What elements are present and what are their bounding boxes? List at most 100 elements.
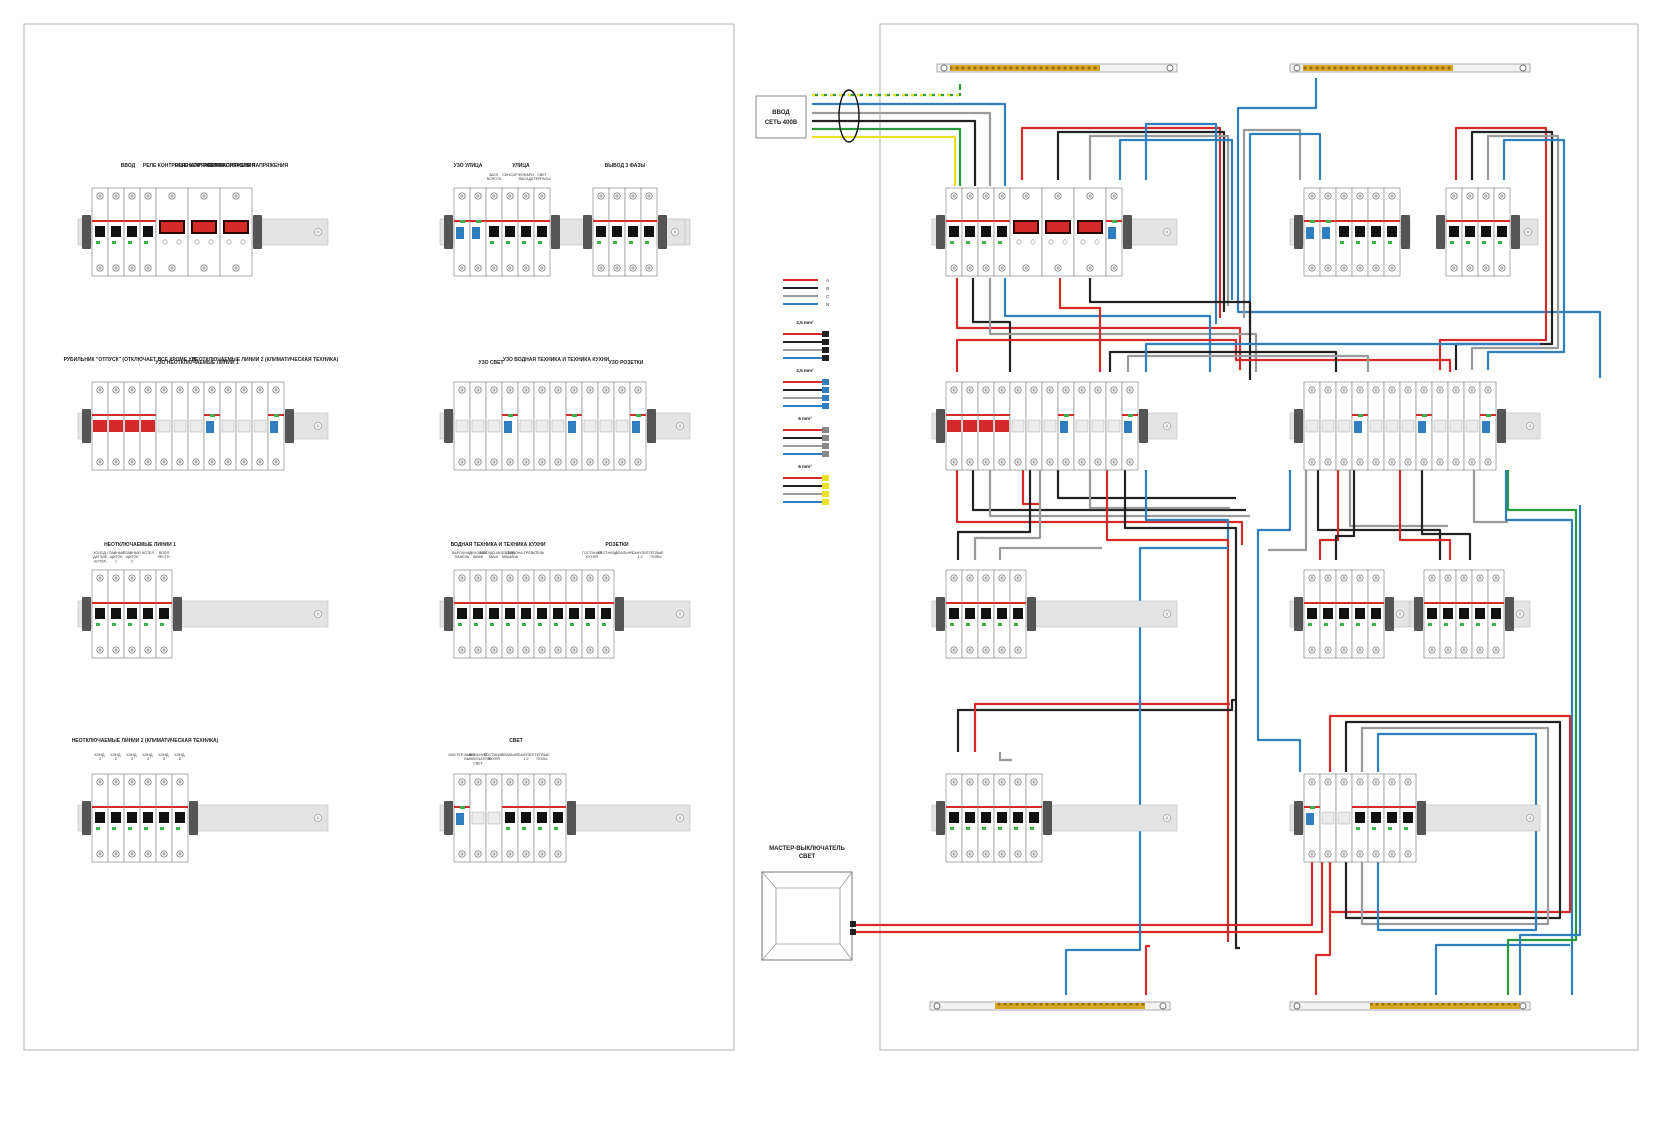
input-cable-clamp [838, 89, 860, 143]
right-rail-3b [1289, 569, 1411, 659]
right-rail-3c-module-1 [1423, 569, 1441, 659]
label-rkn-2: РЕЛЕ КОНТРОЛЯ НАПРЯЖЕНИЯ [175, 163, 256, 169]
right-rail-4b-module-3 [1335, 773, 1353, 863]
right-rail-2a-module-8 [1057, 381, 1075, 471]
left-rail-4a-module-6 [171, 773, 189, 863]
left-rail-1a-module-3 [123, 187, 141, 277]
left-rail-2a-module-1 [91, 381, 109, 471]
right-rail-1c-module-1 [1445, 187, 1463, 277]
right-rail-4b-module-2 [1319, 773, 1337, 863]
right-rail-2b [1289, 381, 1541, 471]
right-rail-3c-module-3 [1455, 569, 1473, 659]
left-rail-3a-module-5 [155, 569, 173, 659]
left-rail-2a-module-6 [171, 381, 189, 471]
left-rail-4b [439, 773, 691, 863]
right-rail-2b-module-5 [1367, 381, 1385, 471]
right-rail-1a-module-2 [961, 187, 979, 277]
label-rubilnik: РУБИЛЬНИК "ОТПУСК" (ОТКЛЮЧАЕТ ВСЕ КРОМЕ … [64, 357, 197, 363]
right-rail-1a-module-3 [977, 187, 995, 277]
right-rail-2b-module-2 [1319, 381, 1337, 471]
legend-ferrule [822, 339, 829, 345]
left-rail-4a-module-5 [155, 773, 173, 863]
left-rail-2b-module-2 [469, 381, 487, 471]
left-rail-2a-module-10 [235, 381, 253, 471]
left-rail-2a-module-4 [139, 381, 157, 471]
right-rail-3c [1409, 569, 1531, 659]
left-rail-4a [77, 773, 329, 863]
label-ulitsa: УЛИЦА [512, 163, 530, 169]
input-box: ВВОД СЕТЬ 400В [755, 95, 807, 139]
label-uzo-ulitsa: УЗО УЛИЦА [454, 163, 483, 169]
right-rail-2a-module-5 [1009, 381, 1027, 471]
legend-phase-label: C [826, 294, 830, 299]
left-rail-1b-module-4 [501, 187, 519, 277]
left-rail-2a-module-7 [187, 381, 205, 471]
right-rail-2b-module-1 [1303, 381, 1321, 471]
right-rail-1a [931, 187, 1178, 277]
right-rail-1c [1436, 187, 1539, 277]
legend-ferrule [822, 379, 829, 385]
left-rail-4b-module-3 [485, 773, 503, 863]
legend-ferrule [822, 427, 829, 433]
sublabel: КОНД.6 [175, 753, 186, 761]
right-rail-2b-module-4 [1351, 381, 1369, 471]
left-rail-2b-module-11 [613, 381, 631, 471]
left-rail-2a-module-5 [155, 381, 173, 471]
left-rail-2b-module-7 [549, 381, 567, 471]
legend-ferrule [822, 443, 829, 449]
busbar-bottom-left [929, 1001, 1171, 1011]
right-rail-1a-module-4 [993, 187, 1011, 277]
right-rail-2b-module-3 [1335, 381, 1353, 471]
right-rail-2a-module-1 [945, 381, 963, 471]
right-rail-1c-module-3 [1477, 187, 1495, 277]
right-rail-2b-module-9 [1431, 381, 1449, 471]
right-rail-3a-module-4 [993, 569, 1011, 659]
legend-size-label: 6 mm² [798, 416, 812, 421]
left-rail-3b-module-6 [533, 569, 551, 659]
input-box-line2: СЕТЬ 400В [765, 120, 798, 126]
right-rail-3a-module-1 [945, 569, 963, 659]
legend-ferrule [822, 499, 829, 505]
right-rail-4b-module-5 [1367, 773, 1385, 863]
right-rail-2a-module-4 [993, 381, 1011, 471]
master-switch-box [761, 871, 853, 961]
left-rail-2b-module-4 [501, 381, 519, 471]
sublabel: ЗАСЛ.ВОРОТА [487, 173, 502, 181]
left-rail-4a-module-4 [139, 773, 157, 863]
legend-ferrule [822, 475, 829, 481]
label-rozetki: РОЗЕТКИ [605, 542, 629, 548]
sublabel: КОНД.1 [95, 753, 106, 761]
label-uzo-svet: УЗО СВЕТ [478, 360, 503, 366]
right-rail-4b-module-7 [1399, 773, 1417, 863]
right-rail-1b-module-4 [1351, 187, 1369, 277]
legend-ferrule [822, 403, 829, 409]
left-rail-2a-module-8 [203, 381, 221, 471]
left-rail-2a-module-9 [219, 381, 237, 471]
input-wire-c [812, 111, 992, 186]
right-rail-1b-module-1 [1303, 187, 1321, 277]
left-rail-1b-module-1 [453, 187, 471, 277]
right-rail-4a [931, 773, 1178, 863]
right-rail-1b-module-2 [1319, 187, 1337, 277]
left-panel-rails [77, 187, 691, 863]
sublabel: КОТЕЛ [142, 551, 154, 555]
master-switch-line2: СВЕТ [799, 854, 816, 860]
sublabel: МАСТЕР-ВЫКЛ. [448, 753, 475, 757]
legend-ferrule [822, 347, 829, 353]
right-rail-4a-module-2 [961, 773, 979, 863]
right-rail-2a-module-3 [977, 381, 995, 471]
right-rail-1b [1289, 187, 1411, 277]
left-rail-4b-module-5 [517, 773, 535, 863]
sublabel: СПАЛЬНЯ [615, 551, 633, 555]
master-switch: МАСТЕР-ВЫКЛЮЧАТЕЛЬ СВЕТ [761, 846, 856, 961]
left-rail-2b-module-1 [453, 381, 471, 471]
input-wire-n [812, 102, 1007, 186]
left-rail-3b-module-4 [501, 569, 519, 659]
